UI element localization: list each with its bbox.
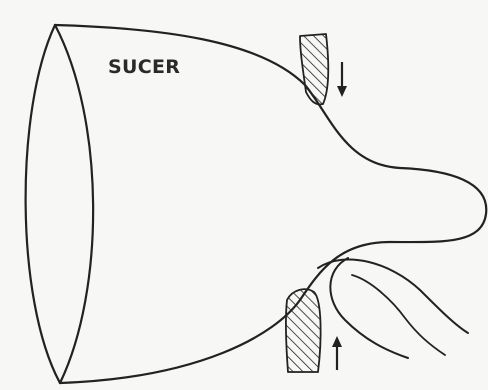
- finger-curve-mid: [352, 275, 445, 355]
- cup-rim-right: [55, 25, 93, 383]
- finger-curve-outer: [318, 259, 468, 333]
- upper-hatched-block: [300, 34, 328, 104]
- up-arrow-icon: [332, 336, 342, 370]
- cup-rim-left: [26, 25, 60, 383]
- diagram-label: SUCER: [108, 56, 180, 78]
- lower-hatched-block: [286, 289, 321, 372]
- down-arrow-icon: [337, 62, 347, 97]
- cup-body-outline: [55, 25, 486, 383]
